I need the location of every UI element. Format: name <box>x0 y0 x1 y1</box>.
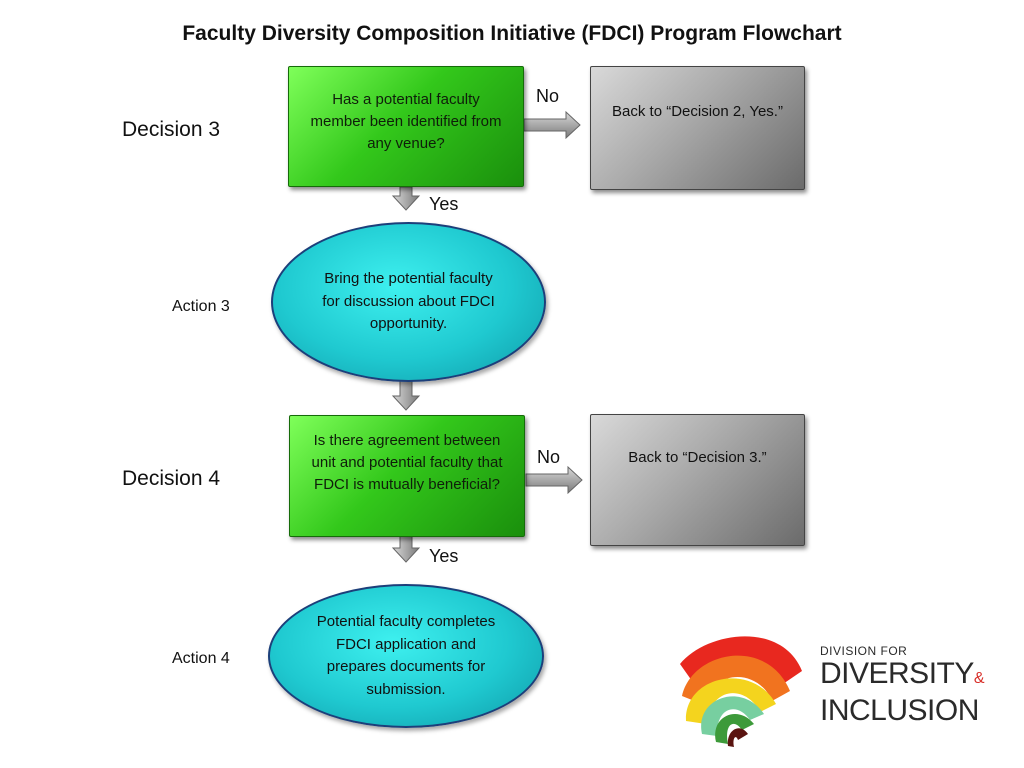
logo-line-1: DIVISION FOR <box>820 644 908 658</box>
decision-3-yes-label: Yes <box>429 194 459 214</box>
decision-3-box: Has a potential faculty member been iden… <box>288 66 524 187</box>
arrow-decision3-no <box>523 110 581 140</box>
logo-line-2: DIVERSITY& <box>820 657 985 695</box>
decision-3-label: Decision 3 <box>122 118 221 141</box>
decision-4-text: Is there agreement between unit and pote… <box>311 432 503 493</box>
decision-3-back-box: Back to “Decision 2, Yes.” <box>590 66 805 190</box>
decision-4-no-label: No <box>537 447 561 467</box>
diversity-inclusion-logo-icon <box>680 636 802 747</box>
action-3-label: Action 3 <box>172 298 230 315</box>
logo-ampersand: & <box>973 670 985 687</box>
decision-4-box: Is there agreement between unit and pote… <box>289 415 525 537</box>
decision-4-back-box: Back to “Decision 3.” <box>590 414 805 546</box>
decision-4-yes-label: Yes <box>429 546 459 566</box>
decision-4-back-text: Back to “Decision 3.” <box>628 449 767 466</box>
logo-wordmark: DIVISION FOR DIVERSITY& INCLUSION <box>820 644 985 727</box>
action-4-oval: Potential faculty completes FDCI applica… <box>268 584 544 728</box>
action-3-oval: Bring the potential faculty for discussi… <box>271 222 546 382</box>
action-3-text: Bring the potential faculty for discussi… <box>322 270 495 333</box>
arrow-decision4-yes <box>391 535 421 563</box>
decision-3-back-text: Back to “Decision 2, Yes.” <box>612 103 783 120</box>
decision-4-label: Decision 4 <box>122 467 221 490</box>
action-4-text: Potential faculty completes FDCI applica… <box>316 613 496 698</box>
page-title: Faculty Diversity Composition Initiative… <box>182 22 842 45</box>
arrow-decision3-yes <box>391 186 421 211</box>
logo-line-3: INCLUSION <box>820 694 979 727</box>
logo-diversity: DIVERSITY <box>820 657 974 690</box>
decision-3-text: Has a potential faculty member been iden… <box>310 91 502 152</box>
arrow-action3-down <box>391 380 421 411</box>
decision-3-no-label: No <box>536 86 560 106</box>
action-4-label: Action 4 <box>172 650 230 667</box>
arrow-decision4-no <box>525 465 583 495</box>
